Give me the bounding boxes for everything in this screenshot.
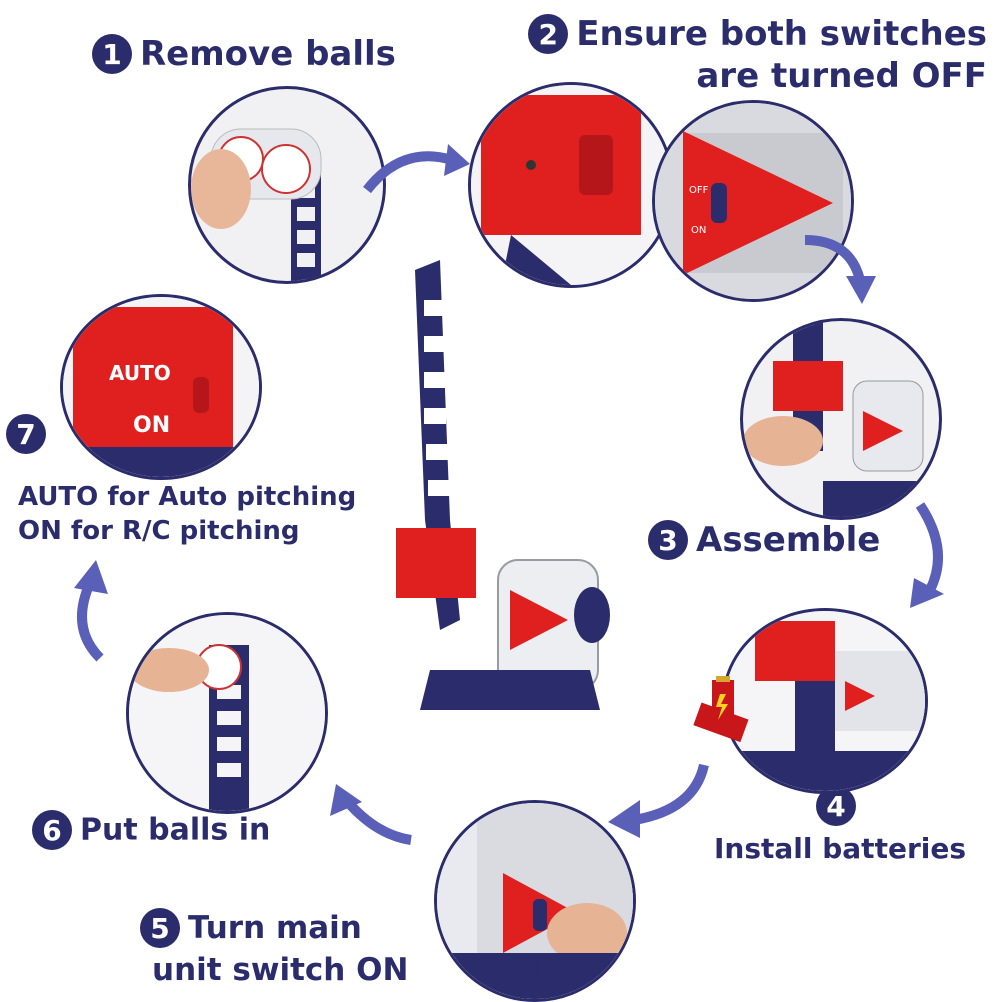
step-5-text-line1: Turn main: [188, 910, 362, 946]
on-big-label: ON: [133, 413, 171, 438]
step-6-photo: [126, 612, 328, 814]
step-2-photo-box: [468, 82, 674, 288]
step-7-text-line2: ON for R/C pitching: [18, 516, 300, 546]
step-2-text-line2: are turned OFF: [696, 56, 987, 96]
arrow-2-to-3-icon: [804, 235, 876, 304]
pitching-machine-illustration: [396, 260, 610, 710]
step-5-photo: ON: [434, 800, 636, 1002]
step-7-text: AUTO for Auto pitching ON for R/C pitchi…: [18, 480, 356, 548]
step-4-title: 4 Install batteries: [700, 786, 980, 865]
step-7-illustration: [63, 297, 259, 477]
step-3-text: Assemble: [696, 520, 881, 560]
step-1-photo: [188, 86, 386, 284]
step-1-number: 1: [92, 34, 132, 74]
arrow-5-to-6-icon: [330, 784, 412, 845]
step-3-illustration: [743, 321, 933, 517]
arrow-1-to-2-icon: [363, 144, 470, 194]
arrow-3-to-4-icon: [910, 502, 944, 608]
step-2-box-illustration: [471, 85, 671, 285]
step-7-number-wrap: 7: [6, 414, 54, 454]
step-7-text-line1: AUTO for Auto pitching: [18, 482, 357, 512]
step-5-number: 5: [140, 908, 180, 948]
step-2-photo-switch: OFF ON: [652, 100, 854, 302]
step-1-text: Remove balls: [140, 34, 396, 74]
step-1-illustration: [191, 128, 322, 281]
step-6-text: Put balls in: [80, 812, 271, 848]
step-5-text-line2: unit switch ON: [152, 952, 409, 988]
step-7-photo: AUTO ON: [60, 294, 262, 480]
switch-off-label: OFF: [689, 185, 709, 196]
auto-label: AUTO: [109, 361, 171, 385]
batteries-icon: [693, 676, 749, 743]
step-3-number: 3: [648, 520, 688, 560]
step-2-text-line1: Ensure both switches: [576, 14, 987, 54]
step-2-switch-illustration: [655, 103, 851, 299]
step-6-number: 6: [32, 810, 72, 850]
step-5-on-label: ON: [513, 953, 553, 983]
step-4-text: Install batteries: [714, 832, 966, 865]
step-7-number: 7: [6, 414, 46, 454]
switch-on-label: ON: [691, 225, 707, 236]
step-2-number: 2: [528, 14, 569, 54]
arrow-6-to-7-icon: [74, 560, 108, 662]
step-3-photo: [740, 318, 942, 520]
arrow-4-to-5-icon: [608, 763, 709, 838]
step-4-photo: [722, 608, 928, 794]
step-6-illustration: [129, 615, 325, 811]
